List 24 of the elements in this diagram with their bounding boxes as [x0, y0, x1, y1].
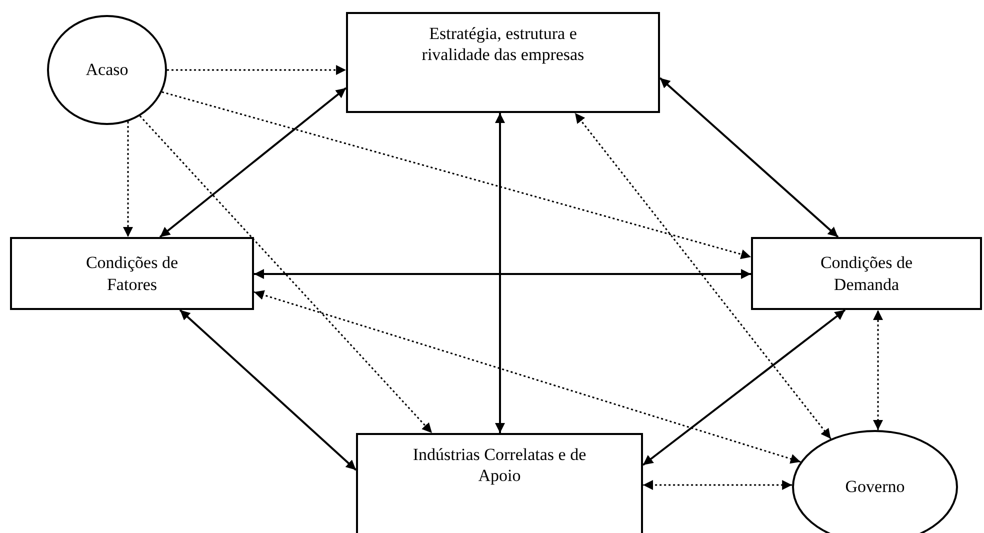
arrow	[254, 269, 751, 279]
node-label: Acaso	[84, 59, 130, 81]
node-label: Indústrias Correlatas e de Apoio	[412, 444, 588, 486]
demand-conditions-box	[751, 237, 982, 310]
arrow	[659, 77, 839, 238]
strategy-box	[346, 12, 660, 113]
node-label: Condições de Demanda	[819, 252, 914, 295]
related-industries-box	[356, 433, 643, 533]
arrow	[179, 309, 357, 471]
node-label: Estratégia, estrutura e rivalidade das empresas	[420, 23, 586, 66]
dotted-arrow	[873, 310, 883, 430]
dotted-arrow	[254, 290, 801, 464]
dotted-arrow	[139, 115, 433, 434]
dotted-arrow	[643, 480, 792, 490]
arrow	[642, 309, 846, 466]
dotted-arrow	[574, 112, 832, 440]
arrow	[495, 113, 505, 433]
factor-conditions-box	[10, 237, 254, 310]
arrow	[159, 87, 347, 238]
dotted-arrow	[123, 122, 133, 237]
node-label: Condições de Fatores	[84, 252, 180, 295]
node-label: Governo	[844, 476, 906, 498]
dotted-arrow	[167, 65, 346, 75]
dotted-arrow	[162, 91, 752, 260]
